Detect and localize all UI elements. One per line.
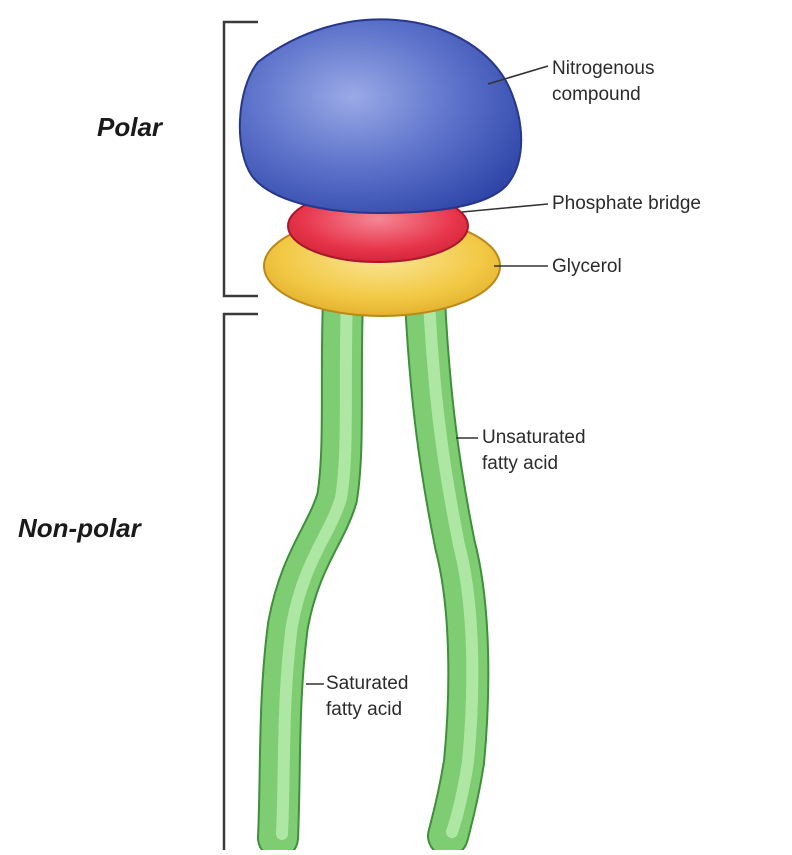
non-polar-bracket — [224, 314, 258, 850]
nitrogenous-compound-label: Nitrogenous compound — [552, 56, 654, 108]
unsaturated-line2: fatty acid — [482, 451, 586, 477]
unsaturated-fatty-acid-tail — [425, 300, 472, 836]
nitrogenous-line1: Nitrogenous — [552, 56, 654, 82]
saturated-fatty-acid-label: Saturated fatty acid — [326, 671, 408, 723]
unsaturated-line1: Unsaturated — [482, 425, 586, 451]
phosphate-bridge-label: Phosphate bridge — [552, 191, 701, 217]
glycerol-label: Glycerol — [552, 254, 622, 280]
polar-label: Polar — [97, 112, 162, 143]
nitrogenous-compound-shape — [240, 19, 521, 213]
saturated-line2: fatty acid — [326, 697, 408, 723]
nitrogenous-line2: compound — [552, 82, 654, 108]
saturated-fatty-acid-tail — [278, 300, 347, 838]
saturated-line1: Saturated — [326, 671, 408, 697]
non-polar-label: Non-polar — [18, 513, 141, 544]
unsaturated-fatty-acid-label: Unsaturated fatty acid — [482, 425, 586, 477]
phosphate-leader-line — [462, 204, 548, 212]
